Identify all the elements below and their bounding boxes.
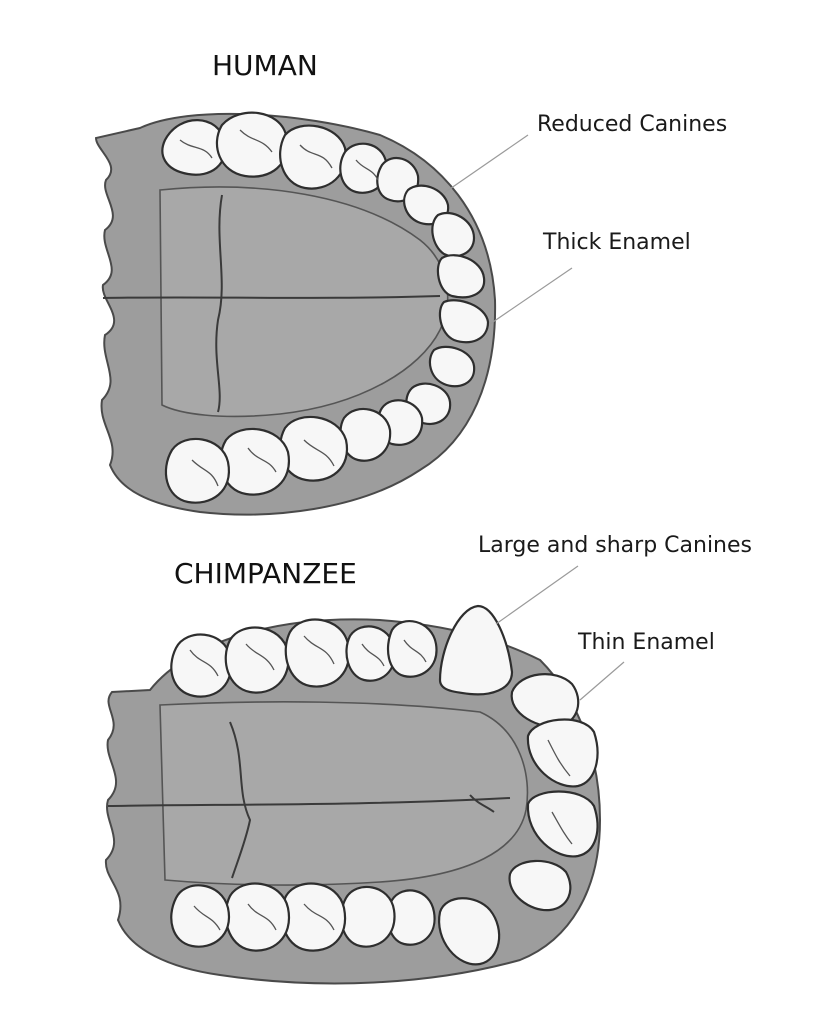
human-molar-2b	[219, 427, 291, 496]
chimp-molar-2	[224, 626, 290, 694]
chimp-canines-label: Large and sharp Canines	[478, 533, 752, 558]
chimp-enamel-leader	[579, 661, 625, 701]
human-enamel-label: Thick Enamel	[542, 230, 691, 255]
human-molar-3b	[164, 437, 231, 504]
chimpanzee-maxilla	[104, 618, 602, 985]
human-incisor-2b	[428, 345, 476, 388]
chimp-canines-leader	[495, 565, 579, 625]
chimp-premolar-2	[345, 625, 396, 682]
human-incisor-1a	[436, 254, 486, 299]
human-molar-1	[279, 124, 347, 190]
chimpanzee-section: CHIMPANZEE	[104, 533, 752, 985]
chimp-molar-1b	[280, 882, 347, 952]
chimp-canine-lower	[437, 897, 501, 966]
chimp-incisor-1a	[526, 718, 599, 788]
chimp-incisor-2	[510, 673, 580, 728]
chimp-incisor-1b	[526, 790, 599, 858]
human-enamel-leader	[489, 267, 573, 325]
chimp-premolar-2b	[340, 885, 396, 948]
human-teeth	[161, 111, 490, 504]
chimp-canine-upper	[438, 604, 514, 696]
chimpanzee-title: CHIMPANZEE	[174, 557, 357, 590]
chimp-molar-3	[170, 633, 233, 698]
human-molar-1b	[279, 415, 349, 482]
chimp-molar-1	[284, 618, 351, 688]
human-canines-leader	[443, 134, 529, 194]
chimp-molar-3b	[170, 884, 231, 948]
human-incisor-1b	[438, 299, 490, 344]
chimp-incisor-2b	[508, 859, 572, 912]
chimp-enamel-label: Thin Enamel	[577, 630, 715, 655]
human-molar-2	[215, 111, 289, 178]
human-callouts: Reduced Canines Thick Enamel	[443, 112, 727, 325]
human-title: HUMAN	[212, 49, 318, 82]
human-incisor-2	[431, 212, 476, 258]
chimpanzee-teeth	[170, 604, 599, 966]
human-canines-label: Reduced Canines	[537, 112, 727, 137]
chimpanzee-callouts: Large and sharp Canines Thin Enamel	[478, 533, 752, 701]
chimp-molar-2b	[224, 882, 291, 952]
human-section: HUMAN	[94, 49, 727, 516]
